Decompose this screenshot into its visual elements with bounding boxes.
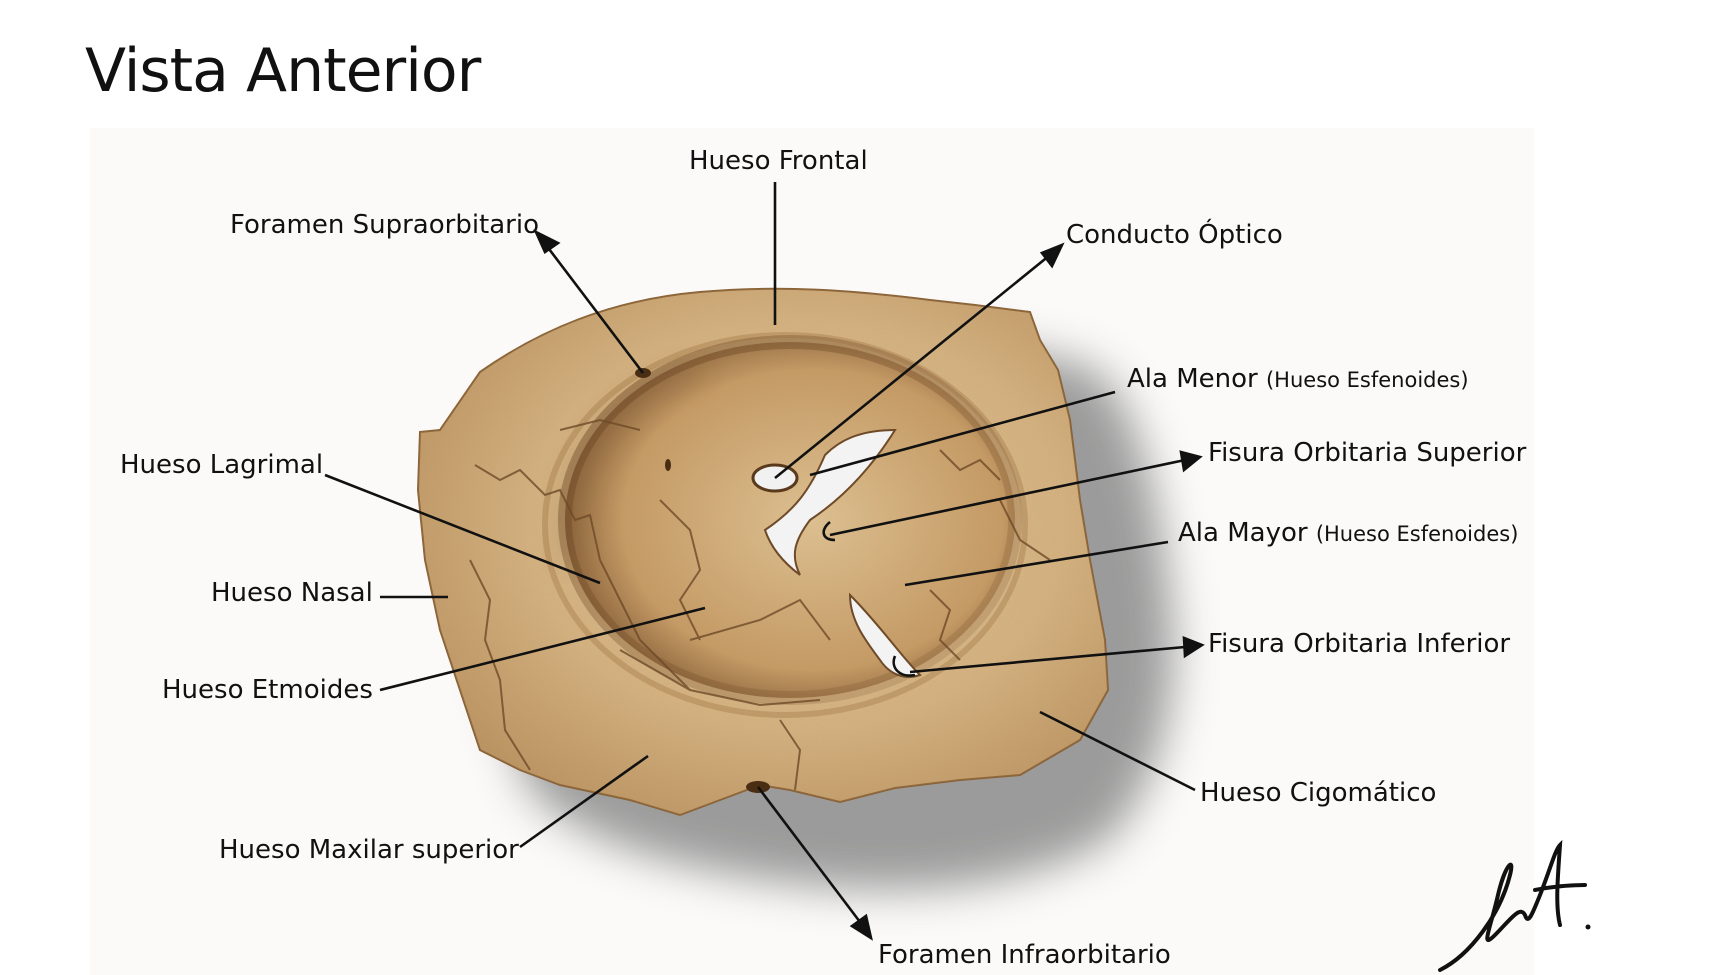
inferior-orbital-fissure-gap bbox=[848, 592, 922, 678]
leader-foramen-supraorbitario bbox=[544, 244, 645, 374]
label-foramen-infraorbitario: Foramen Infraorbitario bbox=[878, 940, 1171, 970]
leader-hueso-maxilar-superior bbox=[519, 754, 649, 849]
leader-ala-menor bbox=[809, 390, 1116, 477]
leader-hueso-lagrimal bbox=[324, 473, 601, 585]
label-hueso-maxilar-superior: Hueso Maxilar superior bbox=[219, 835, 519, 865]
label-hueso-frontal: Hueso Frontal bbox=[689, 146, 868, 176]
leader-ala-mayor bbox=[904, 540, 1169, 587]
label-hueso-cigomatico: Hueso Cigomático bbox=[1200, 778, 1437, 808]
label-hueso-etmoides: Hueso Etmoides bbox=[162, 675, 373, 705]
label-ala-menor-text: Ala Menor bbox=[1127, 364, 1258, 394]
label-conducto-optico: Conducto Óptico bbox=[1066, 220, 1283, 250]
leader-foramen-infraorbitario bbox=[756, 786, 862, 923]
leader-hueso-cigomatico bbox=[1039, 710, 1196, 792]
label-ala-menor-note: (Hueso Esfenoides) bbox=[1265, 368, 1469, 392]
leader-fisura-orbitaria-superior bbox=[829, 458, 1186, 537]
label-ala-mayor-note: (Hueso Esfenoides) bbox=[1315, 522, 1519, 546]
leader-fisura-orbitaria-inferior bbox=[909, 645, 1186, 674]
label-hueso-lagrimal: Hueso Lagrimal bbox=[120, 450, 324, 480]
label-foramen-supraorbitario: Foramen Supraorbitario bbox=[230, 210, 540, 240]
leader-hueso-etmoides bbox=[379, 606, 706, 692]
signature-mark bbox=[1438, 839, 1591, 972]
leader-conducto-optico bbox=[774, 253, 1051, 480]
label-ala-mayor: Ala Mayor (Hueso Esfenoides) bbox=[1178, 518, 1518, 548]
page-title: Vista Anterior bbox=[85, 36, 481, 106]
superior-orbital-fissure-gap bbox=[763, 428, 897, 576]
label-fisura-orbitaria-superior: Fisura Orbitaria Superior bbox=[1208, 438, 1527, 468]
label-ala-mayor-text: Ala Mayor bbox=[1178, 518, 1308, 548]
label-hueso-nasal: Hueso Nasal bbox=[211, 578, 373, 608]
label-ala-menor: Ala Menor (Hueso Esfenoides) bbox=[1127, 364, 1469, 394]
label-fisura-orbitaria-inferior: Fisura Orbitaria Inferior bbox=[1208, 629, 1511, 659]
